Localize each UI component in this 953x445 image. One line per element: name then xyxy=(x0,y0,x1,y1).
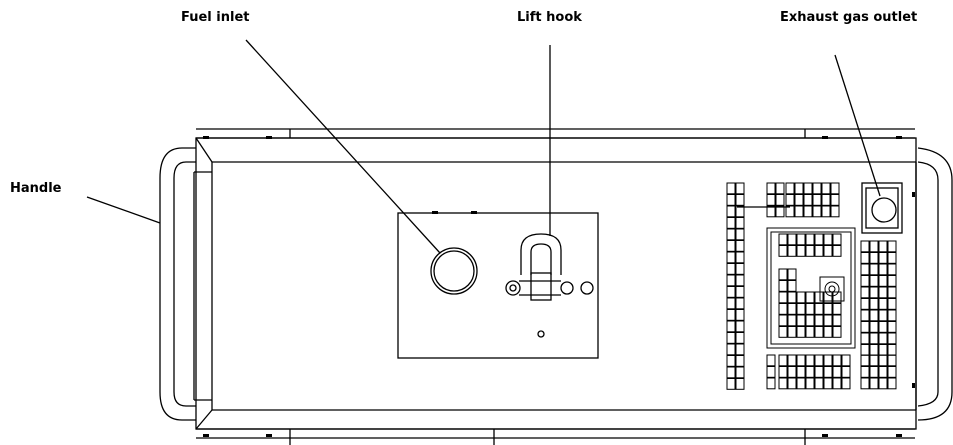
fuel-inlet-cap xyxy=(430,247,478,295)
handle-label: Handle xyxy=(10,181,62,196)
lift-hook-label: Lift hook xyxy=(517,10,582,25)
bottom-bolts xyxy=(203,434,902,437)
lift-hook-shackle xyxy=(505,233,574,301)
exhaust-gas-outlet-label: Exhaust gas outlet xyxy=(780,10,918,25)
right-handle xyxy=(917,147,953,421)
vent-grill xyxy=(726,182,897,390)
fuel-inlet-label: Fuel inlet xyxy=(181,10,250,25)
exhaust-gas-outlet-pipe xyxy=(871,197,897,223)
frame-bottom-strip xyxy=(196,428,915,445)
frame-top-strip xyxy=(196,128,915,139)
center-plate xyxy=(397,212,599,359)
callout-lines xyxy=(86,39,881,254)
left-handle xyxy=(159,147,196,421)
main-body-panel xyxy=(195,137,917,430)
